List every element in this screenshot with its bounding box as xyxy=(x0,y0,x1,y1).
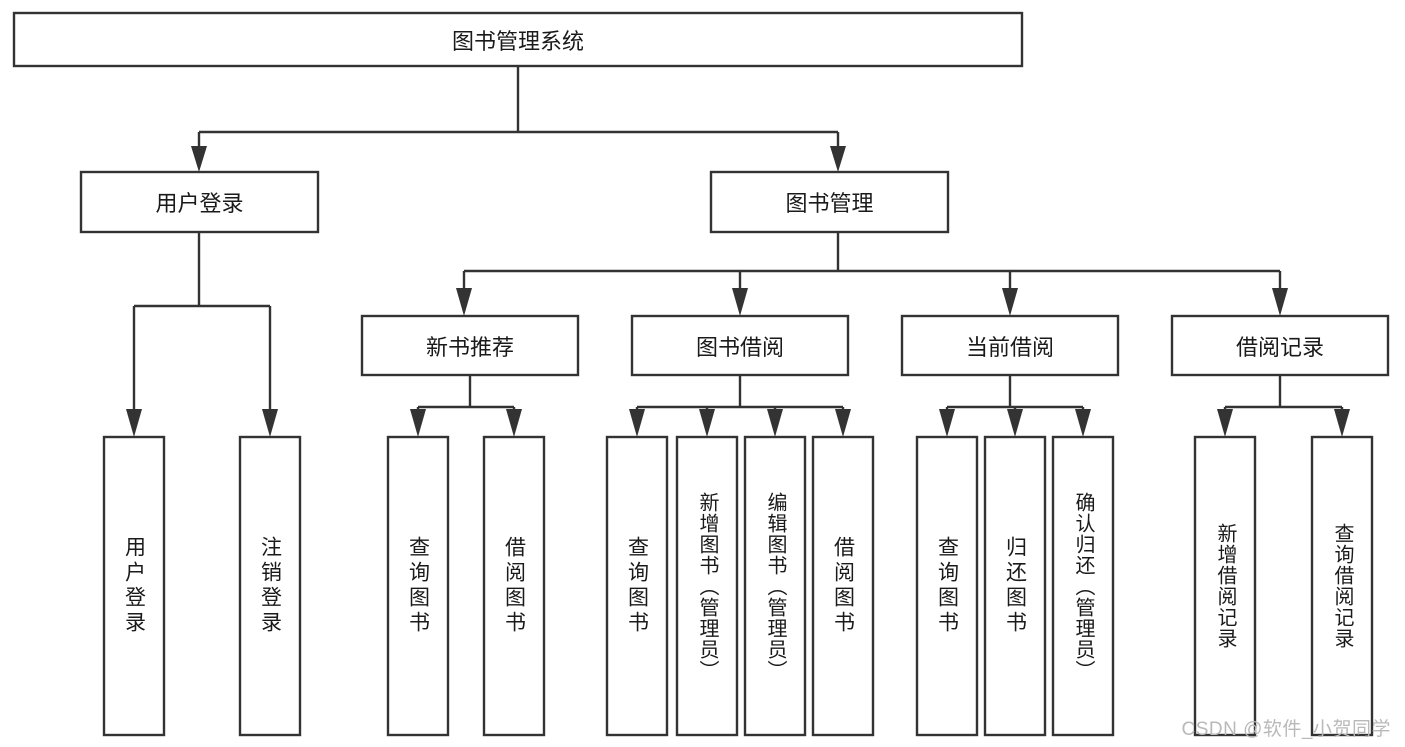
leaf-user-login-1[interactable] xyxy=(238,435,302,737)
connector-records-to-leaves xyxy=(1217,375,1350,437)
leaf-current-2[interactable] xyxy=(1051,435,1115,737)
connector-borrow-to-leaves xyxy=(629,375,851,437)
node-book-borrow[interactable] xyxy=(630,314,850,377)
node-current-borrow[interactable] xyxy=(900,314,1120,377)
node-root[interactable] xyxy=(12,11,1024,68)
connector-current-to-leaves xyxy=(939,375,1091,437)
watermark-text: CSDN @软件_小贺同学 xyxy=(1181,719,1391,740)
leaf-borrow-2[interactable] xyxy=(743,435,807,737)
node-user-login[interactable] xyxy=(79,170,320,234)
leaf-borrow-0[interactable] xyxy=(605,435,669,737)
node-book-management[interactable] xyxy=(709,170,950,234)
connector-root-to-level2 xyxy=(191,66,846,172)
leaf-records-0[interactable] xyxy=(1193,435,1257,737)
leaf-borrow-1[interactable] xyxy=(675,435,739,737)
node-new-book-recommend[interactable] xyxy=(360,314,580,377)
leaf-current-1[interactable] xyxy=(983,435,1047,737)
leaf-user-login-0[interactable] xyxy=(102,435,166,737)
node-borrow-records[interactable] xyxy=(1170,314,1390,377)
leaf-borrow-3[interactable] xyxy=(811,435,875,737)
connector-newbooks-to-leaves xyxy=(410,375,522,437)
leaf-new-books-0[interactable] xyxy=(386,435,450,737)
leaf-records-1[interactable] xyxy=(1310,435,1374,737)
leaf-current-0[interactable] xyxy=(915,435,979,737)
connector-userlogin-to-leaves xyxy=(126,232,278,437)
leaf-new-books-1[interactable] xyxy=(482,435,546,737)
connector-bookmgmt-to-level3 xyxy=(456,232,1288,316)
